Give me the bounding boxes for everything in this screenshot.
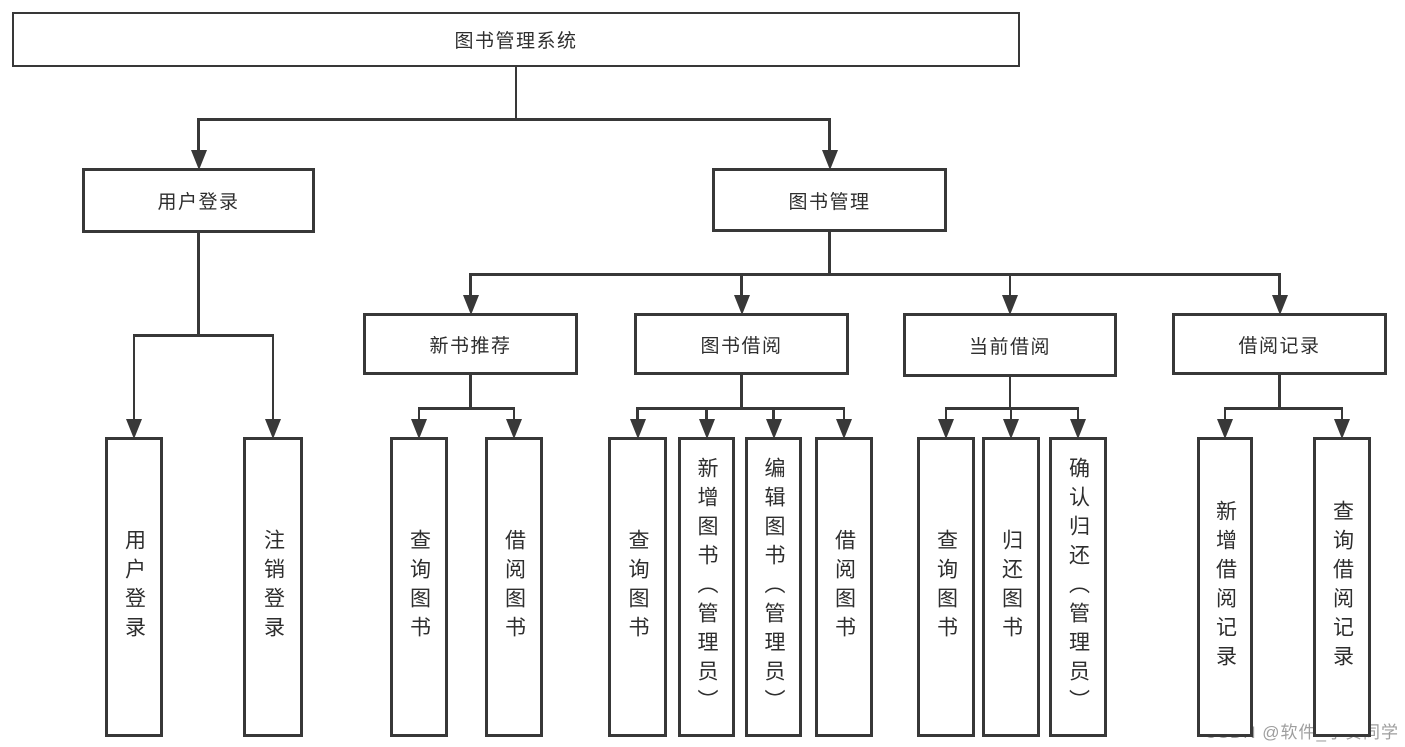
connector-stub xyxy=(1340,407,1344,423)
connector-stub xyxy=(842,407,846,423)
node-label: 用户登录 xyxy=(122,529,146,645)
node-label: 新增图书（管理员） xyxy=(695,456,718,718)
connector-stub xyxy=(512,407,516,423)
diagram-node-borrow: 图书借阅 xyxy=(634,313,849,375)
node-label: 图书管理系统 xyxy=(454,31,578,52)
node-label: 借阅图书 xyxy=(502,529,526,645)
node-label: 查询图书 xyxy=(626,529,649,645)
connector-bar xyxy=(132,334,275,337)
connector-stub xyxy=(828,118,831,154)
connector-stub xyxy=(132,334,136,423)
diagram-node-leaf-logout: 注销登录 xyxy=(243,437,303,737)
connector-stub xyxy=(636,407,639,423)
node-label: 图书管理 xyxy=(788,191,871,213)
node-label: 查询借阅记录 xyxy=(1330,500,1354,674)
node-label: 新书推荐 xyxy=(429,335,512,357)
connector-stub xyxy=(1009,407,1013,423)
diagram-node-mgmt: 图书管理 xyxy=(712,168,947,232)
connector-vline xyxy=(514,67,518,118)
diagram-node-bor-edit: 编辑图书（管理员） xyxy=(745,437,802,737)
diagram-node-cur-confirm: 确认归还（管理员） xyxy=(1049,437,1107,737)
diagram-node-cur-query: 查询图书 xyxy=(917,437,975,737)
arrow-down-icon xyxy=(126,419,142,439)
arrow-down-icon xyxy=(462,295,479,315)
diagram-node-rec-query: 查询图书 xyxy=(390,437,448,737)
diagram-node-leaf-login: 用户登录 xyxy=(105,437,163,737)
connector-vline xyxy=(1008,377,1012,407)
diagram-node-rec-borrow: 借阅图书 xyxy=(485,437,543,737)
node-label: 确认归还（管理员） xyxy=(1066,456,1090,718)
connector-vline xyxy=(740,375,743,407)
arrow-down-icon xyxy=(1334,419,1350,439)
node-label: 借阅记录 xyxy=(1238,335,1321,357)
connector-bar xyxy=(636,407,846,410)
arrow-down-icon xyxy=(506,419,522,439)
node-label: 用户登录 xyxy=(157,192,240,213)
node-label: 查询图书 xyxy=(407,529,431,645)
diagram-node-recd-query: 查询借阅记录 xyxy=(1313,437,1371,737)
connector-vline xyxy=(828,232,831,273)
node-label: 图书借阅 xyxy=(700,335,783,357)
arrow-down-icon xyxy=(1070,419,1086,439)
arrow-down-icon xyxy=(938,419,954,439)
connector-bar xyxy=(417,407,516,410)
connector-stub xyxy=(417,407,421,423)
node-label: 编辑图书（管理员） xyxy=(762,456,785,718)
arrow-down-icon xyxy=(836,419,852,439)
connector-stub xyxy=(772,407,775,423)
arrow-down-icon xyxy=(1217,419,1233,439)
connector-stub xyxy=(197,118,200,154)
diagram-node-bor-add: 新增图书（管理员） xyxy=(678,437,735,737)
connector-vline xyxy=(469,375,472,407)
node-label: 查询图书 xyxy=(934,529,958,645)
diagram-node-bor-borrow: 借阅图书 xyxy=(815,437,873,737)
arrow-down-icon xyxy=(698,419,715,439)
diagram-node-cur-return: 归还图书 xyxy=(982,437,1040,737)
diagram-node-rec: 新书推荐 xyxy=(363,313,578,375)
node-label: 当前借阅 xyxy=(968,336,1051,358)
node-label: 借阅图书 xyxy=(832,529,856,645)
arrow-down-icon xyxy=(629,419,646,439)
connector-stub xyxy=(469,273,472,299)
diagram-node-root: 图书管理系统 xyxy=(12,12,1020,67)
node-label: 新增借阅记录 xyxy=(1213,500,1237,674)
connector-vline xyxy=(197,233,200,334)
arrow-down-icon xyxy=(190,150,207,170)
arrow-down-icon xyxy=(1003,419,1019,439)
connector-stub xyxy=(271,334,275,423)
connector-stub xyxy=(1223,407,1227,423)
connector-stub xyxy=(740,273,743,299)
arrow-down-icon xyxy=(733,295,750,315)
diagram-node-current: 当前借阅 xyxy=(903,313,1117,377)
node-label: 归还图书 xyxy=(999,529,1023,645)
connector-stub xyxy=(1008,273,1012,299)
connector-bar xyxy=(1223,407,1344,410)
connector-vline xyxy=(1278,375,1281,407)
arrow-down-icon xyxy=(265,419,281,439)
connector-bar xyxy=(197,118,831,121)
connector-stub xyxy=(705,407,708,423)
diagram-node-recd-add: 新增借阅记录 xyxy=(1197,437,1253,737)
arrow-down-icon xyxy=(821,150,838,170)
connector-stub xyxy=(1076,407,1080,423)
diagram-node-record: 借阅记录 xyxy=(1172,313,1387,375)
arrow-down-icon xyxy=(765,419,782,439)
connector-bar xyxy=(469,273,1281,276)
diagram-node-bor-query: 查询图书 xyxy=(608,437,667,737)
arrow-down-icon xyxy=(1002,295,1018,315)
node-label: 注销登录 xyxy=(261,529,285,645)
diagram-node-login: 用户登录 xyxy=(82,168,315,233)
arrow-down-icon xyxy=(411,419,427,439)
arrow-down-icon xyxy=(1271,295,1288,315)
connector-stub xyxy=(1278,273,1281,299)
connector-stub xyxy=(944,407,948,423)
